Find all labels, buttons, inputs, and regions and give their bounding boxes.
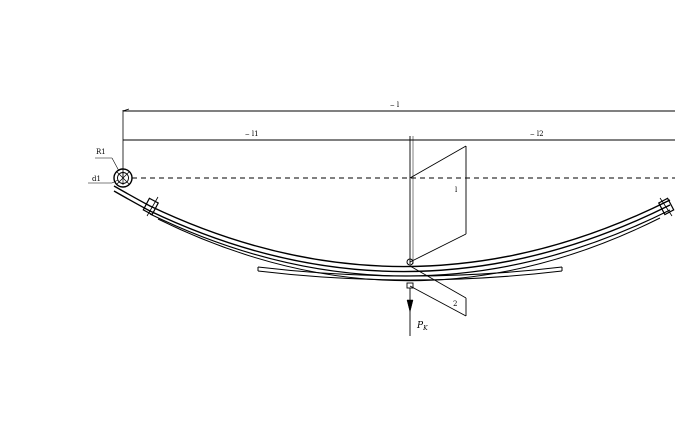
moment-diagram: l 2 [409, 145, 467, 317]
left-half-label: ⌢ l1 [245, 130, 259, 138]
load-arrow: PK [406, 288, 428, 336]
rebound-clip-left [142, 196, 160, 217]
moment-lower-mark: 2 [453, 300, 457, 308]
force-label: PK [416, 321, 428, 332]
half-span-dimension: ⌢ l1 ⌢ l2 [123, 130, 675, 264]
right-half-label: ⌢ l2 [530, 130, 544, 138]
rebound-clip-right [657, 197, 675, 217]
spring-eye-left [113, 168, 133, 188]
moment-upper-mark: l [455, 186, 458, 194]
overall-length-label: ⌢ l [390, 101, 400, 109]
main-leaf [113, 185, 671, 282]
eye-radius-label: R1 [96, 148, 106, 156]
eye-leaders: R1 d1 [88, 148, 120, 184]
overall-dimension: ⌢ l [122, 101, 675, 178]
eye-diameter-label: d1 [92, 175, 101, 183]
helper-leaf [257, 266, 563, 281]
